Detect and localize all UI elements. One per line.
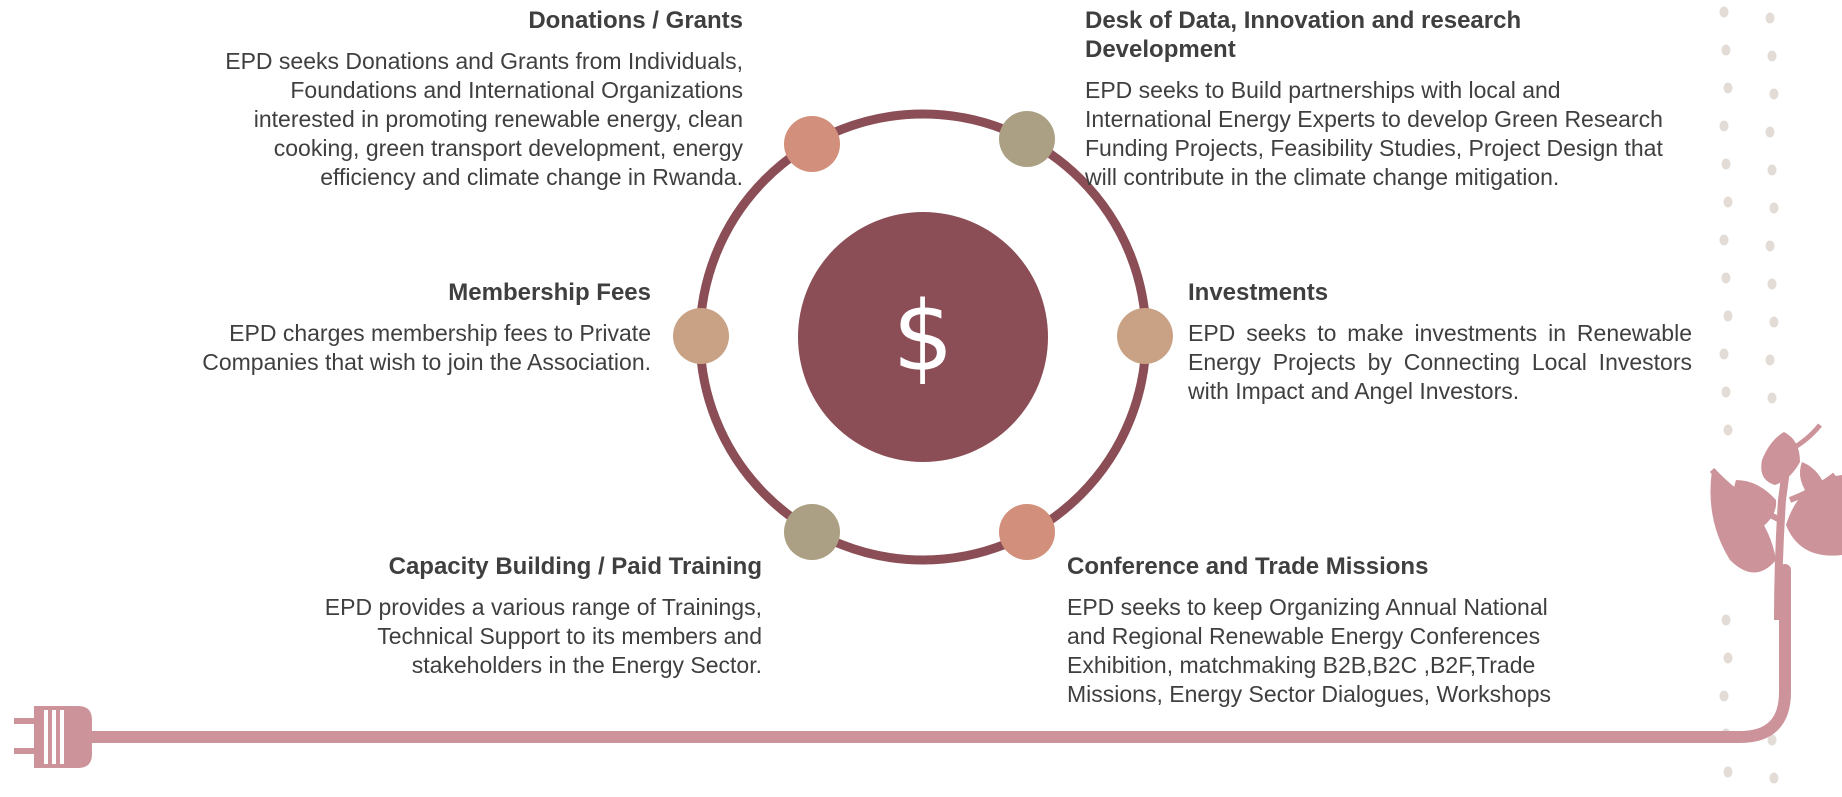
node-membership — [673, 308, 729, 364]
decorative-dot — [1765, 12, 1775, 24]
donations-body: EPD seeks Donations and Grants from Indi… — [225, 48, 743, 190]
block-conference: Conference and Trade Missions EPD seeks … — [1067, 552, 1567, 709]
decorative-dot — [1723, 82, 1733, 94]
investments-title: Investments — [1188, 279, 1329, 306]
conference-title: Conference and Trade Missions — [1067, 553, 1429, 580]
plug-icon — [14, 706, 92, 768]
decorative-dot — [1719, 6, 1729, 18]
decorative-dot — [1719, 120, 1729, 132]
desk-title: Desk of Data, Innovation and research De… — [1085, 7, 1522, 63]
center-circle — [798, 212, 1048, 462]
capacity-body: EPD provides a various range of Training… — [324, 594, 762, 678]
investments-body: EPD seeks to make investments in Renewab… — [1188, 320, 1692, 404]
membership-title: Membership Fees — [448, 279, 651, 306]
block-desk: Desk of Data, Innovation and research De… — [1085, 6, 1685, 192]
node-desk — [999, 111, 1055, 167]
decorative-dot — [1767, 50, 1777, 62]
membership-body: EPD charges membership fees to Private C… — [202, 320, 651, 375]
decorative-dot — [1769, 772, 1779, 784]
decorative-dot — [1721, 44, 1731, 56]
decorative-dot — [1767, 734, 1777, 746]
donations-title: Donations / Grants — [528, 7, 743, 34]
decorative-dot — [1721, 386, 1731, 398]
desk-body: EPD seeks to Build partnerships with loc… — [1085, 77, 1663, 190]
decorative-dot — [1769, 316, 1779, 328]
decorative-dots — [1719, 6, 1779, 784]
decorative-dot — [1723, 310, 1733, 322]
decorative-dot — [1723, 424, 1733, 436]
power-cable — [82, 564, 1791, 743]
plant-icon — [1709, 423, 1842, 621]
block-donations: Donations / Grants EPD seeks Donations a… — [195, 6, 743, 192]
node-capacity — [784, 504, 840, 560]
decorative-dot — [1723, 766, 1733, 778]
decorative-dot — [1769, 88, 1779, 100]
decorative-dot — [1767, 278, 1777, 290]
block-capacity: Capacity Building / Paid Training EPD pr… — [280, 552, 762, 680]
node-donations — [784, 116, 840, 172]
decorative-dot — [1721, 158, 1731, 170]
conference-body: EPD seeks to keep Organizing Annual Nati… — [1067, 594, 1552, 707]
decorative-dot — [1767, 164, 1777, 176]
capacity-title: Capacity Building / Paid Training — [388, 553, 762, 580]
decorative-dot — [1765, 354, 1775, 366]
decorative-dot — [1719, 690, 1729, 702]
block-investments: Investments EPD seeks to make investment… — [1188, 278, 1692, 406]
decorative-dot — [1721, 272, 1731, 284]
node-conference — [999, 504, 1055, 560]
decorative-dot — [1767, 392, 1777, 404]
decorative-dot — [1719, 348, 1729, 360]
node-investments — [1117, 308, 1173, 364]
dollar-icon: $ — [892, 281, 954, 393]
decorative-dot — [1723, 196, 1733, 208]
decorative-dot — [1723, 652, 1733, 664]
decorative-dot — [1719, 234, 1729, 246]
decorative-dot — [1765, 126, 1775, 138]
decorative-dot — [1769, 202, 1779, 214]
decorative-dot — [1721, 614, 1731, 626]
block-membership: Membership Fees EPD charges membership f… — [135, 278, 651, 377]
decorative-dot — [1765, 240, 1775, 252]
